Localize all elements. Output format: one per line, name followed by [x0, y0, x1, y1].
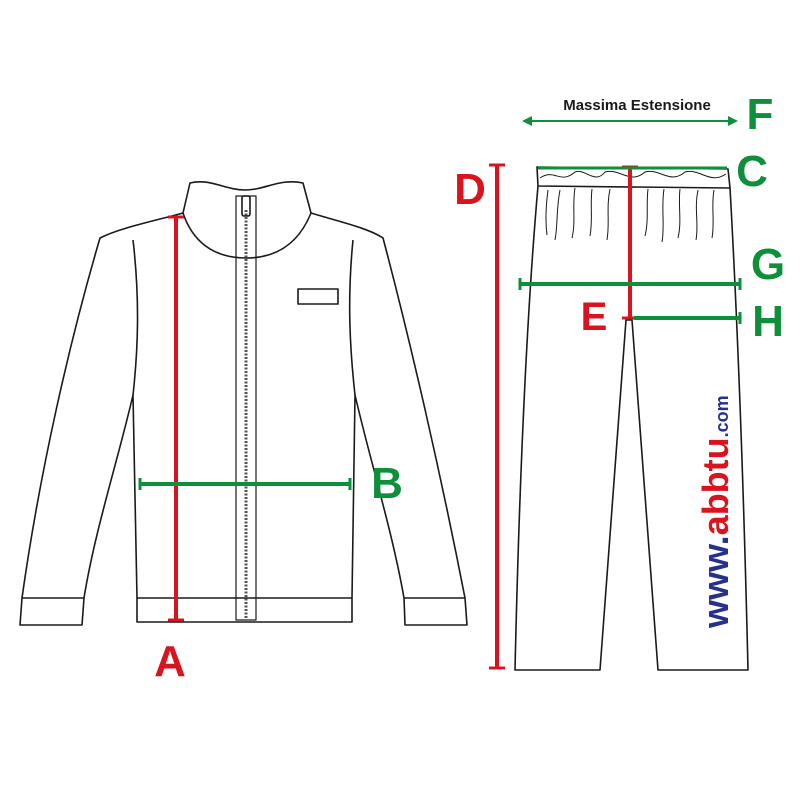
- label-F: F: [747, 90, 774, 139]
- label-B: B: [371, 459, 403, 508]
- zipper-pull-icon: [241, 195, 251, 217]
- jacket-collar: [182, 181, 312, 259]
- pants-waistband: [536, 166, 731, 189]
- measure-G: [518, 278, 742, 290]
- pants-gathers: [545, 187, 715, 243]
- measure-B: [138, 478, 352, 490]
- jacket-left-sleeve-seam: [132, 239, 139, 396]
- label-C: C: [736, 147, 768, 196]
- label-E: E: [581, 295, 608, 339]
- jacket-right-side: [246, 212, 468, 626]
- measure-D: [489, 163, 505, 670]
- jacket-drawing: [19, 181, 468, 626]
- caption-massima-estensione: Massima Estensione: [563, 97, 711, 114]
- abbtu-logo: www.abbtu.com: [695, 395, 736, 629]
- measure-E: [622, 165, 638, 320]
- jacket-right-sleeve-seam: [348, 239, 356, 396]
- label-G: G: [751, 240, 785, 289]
- label-D: D: [454, 165, 486, 214]
- measure-A: [168, 215, 184, 622]
- pants-outline: [514, 185, 749, 671]
- jacket-chest-badge: [297, 288, 339, 305]
- label-H: H: [752, 297, 784, 346]
- measure-F: [522, 116, 738, 126]
- label-A: A: [154, 637, 186, 686]
- pants-waist-ruffle: [539, 170, 727, 179]
- jacket-left-side: [19, 212, 246, 626]
- logo-tld: .com: [712, 395, 732, 437]
- logo-www: www.: [695, 535, 736, 629]
- measure-H: [634, 312, 742, 324]
- logo-name: abbtu: [695, 437, 736, 535]
- svg-text:www.abbtu.com: www.abbtu.com: [695, 395, 736, 629]
